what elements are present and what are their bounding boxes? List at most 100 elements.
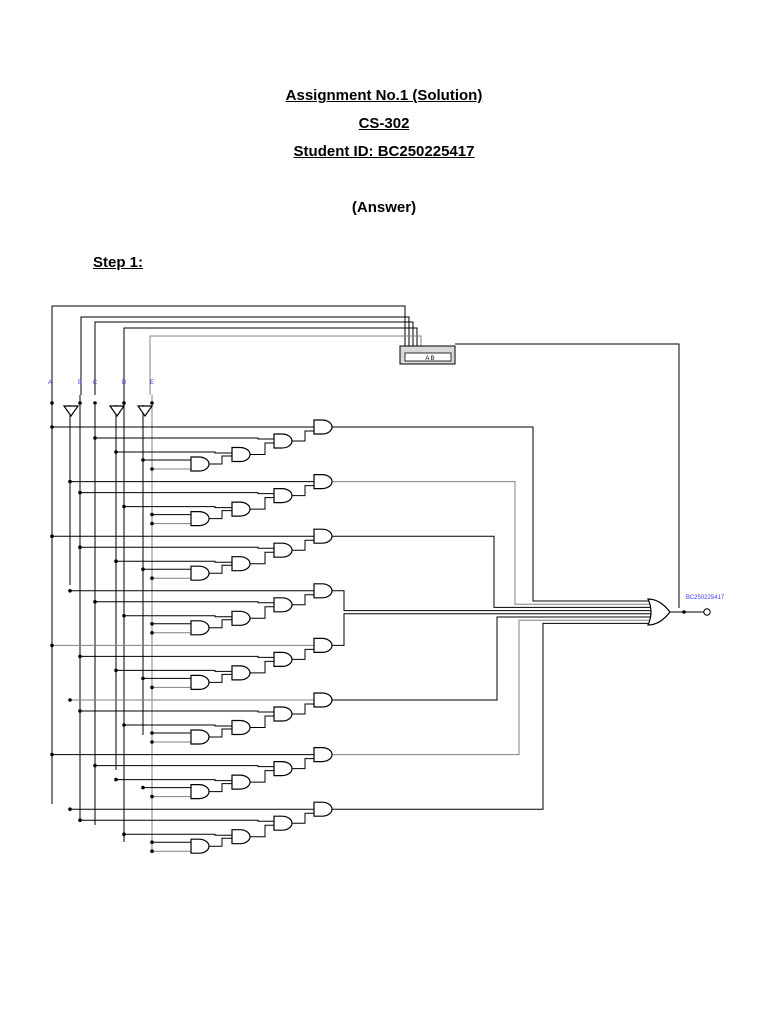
input-label: C	[93, 380, 98, 386]
junction-dot	[150, 631, 154, 635]
and-chain-wire	[292, 758, 314, 770]
and-gate	[273, 651, 293, 667]
circuit-wires	[51, 305, 704, 852]
and-gate	[190, 511, 210, 527]
and-output-wire	[332, 426, 651, 602]
and-input-wire	[116, 451, 232, 454]
circuit-gates	[62, 345, 711, 854]
and-gate	[231, 501, 251, 517]
and-gate	[313, 801, 333, 817]
and-gate	[273, 597, 293, 613]
and-chain-wire	[292, 812, 314, 824]
and-chain-wire	[292, 430, 314, 442]
and-chain-wire	[209, 510, 232, 520]
and-input-wire	[95, 765, 274, 768]
and-input-wire	[124, 615, 232, 618]
device-label: A B	[425, 356, 434, 362]
course-code: CS-302	[358, 115, 410, 132]
junction-dot	[78, 709, 82, 713]
junction-dot	[50, 643, 54, 648]
and-chain-wire	[209, 783, 232, 793]
and-chain-wire	[209, 455, 232, 465]
and-chain-wire	[209, 728, 232, 738]
and-input-wire	[80, 655, 274, 658]
and-chain-wire	[292, 648, 314, 660]
and-input-wire	[95, 601, 274, 604]
not-gate	[108, 405, 126, 418]
and-input-wire	[95, 437, 274, 440]
and-gate	[313, 583, 333, 599]
input-label: B	[78, 380, 82, 386]
and-chain-wire	[209, 564, 232, 574]
junction-dot	[122, 723, 126, 727]
and-gate	[190, 620, 210, 636]
junction-dot	[122, 614, 126, 618]
junction-dot	[50, 752, 54, 757]
feedback-wire	[94, 321, 414, 395]
junction-dot	[141, 785, 145, 790]
junction-dot	[68, 479, 72, 484]
and-gate	[313, 747, 333, 763]
junction-dot	[50, 534, 54, 538]
and-gate	[231, 610, 251, 626]
junction-dot	[150, 512, 154, 517]
and-input-wire	[80, 546, 274, 549]
not-gate	[62, 405, 80, 418]
and-gate	[313, 692, 333, 708]
and-output-wire	[332, 616, 651, 701]
and-gate	[273, 815, 293, 831]
answer-heading: (Answer)	[351, 199, 417, 216]
junction-dot	[150, 849, 154, 853]
and-chain-wire	[292, 703, 314, 715]
step-heading: Step 1:	[93, 254, 144, 271]
and-input-wire	[80, 492, 274, 495]
input-label: D	[122, 380, 127, 386]
and-gate	[231, 829, 251, 845]
junction-dot	[93, 401, 97, 405]
and-chain-wire	[250, 551, 274, 565]
and-output-wire	[332, 590, 651, 612]
and-gate	[231, 556, 251, 572]
junction-dot	[93, 436, 97, 440]
device-output-wire	[455, 343, 680, 608]
and-output-wire	[332, 619, 651, 756]
and-gate	[313, 528, 333, 544]
junction-dot	[150, 731, 154, 735]
and-gate	[231, 665, 251, 681]
junction-dot	[68, 807, 72, 811]
junction-dot	[150, 576, 154, 580]
and-output-wire	[332, 622, 651, 810]
and-gate	[273, 488, 293, 504]
and-gate	[313, 419, 333, 435]
document-title: Assignment No.1 (Solution)	[285, 87, 483, 104]
not-gate	[136, 405, 154, 418]
junction-dot	[150, 622, 154, 626]
junction-dot	[78, 545, 82, 549]
and-chain-wire	[209, 673, 232, 683]
and-output-wire	[332, 535, 651, 608]
and-input-wire	[116, 669, 232, 672]
ab-device-display	[404, 352, 452, 362]
junction-dot	[141, 676, 145, 681]
feedback-wire	[149, 335, 422, 395]
feedback-wire	[80, 316, 410, 395]
and-gate	[190, 456, 210, 472]
junction-dot	[114, 559, 118, 563]
and-gate	[273, 706, 293, 722]
and-input-wire	[80, 710, 274, 713]
junction-dot	[50, 425, 54, 429]
input-label: A	[48, 380, 52, 386]
and-gate	[231, 446, 251, 463]
junction-dot	[78, 818, 82, 822]
and-input-wire	[124, 724, 232, 727]
and-chain-wire	[250, 660, 274, 674]
junction-dot	[682, 610, 686, 614]
and-gate	[190, 565, 210, 581]
and-chain-wire	[250, 497, 274, 510]
and-chain-wire	[292, 539, 314, 551]
and-input-wire	[116, 779, 232, 782]
junction-dot	[150, 840, 154, 844]
and-input-wire	[124, 833, 232, 836]
and-gate	[273, 542, 293, 558]
